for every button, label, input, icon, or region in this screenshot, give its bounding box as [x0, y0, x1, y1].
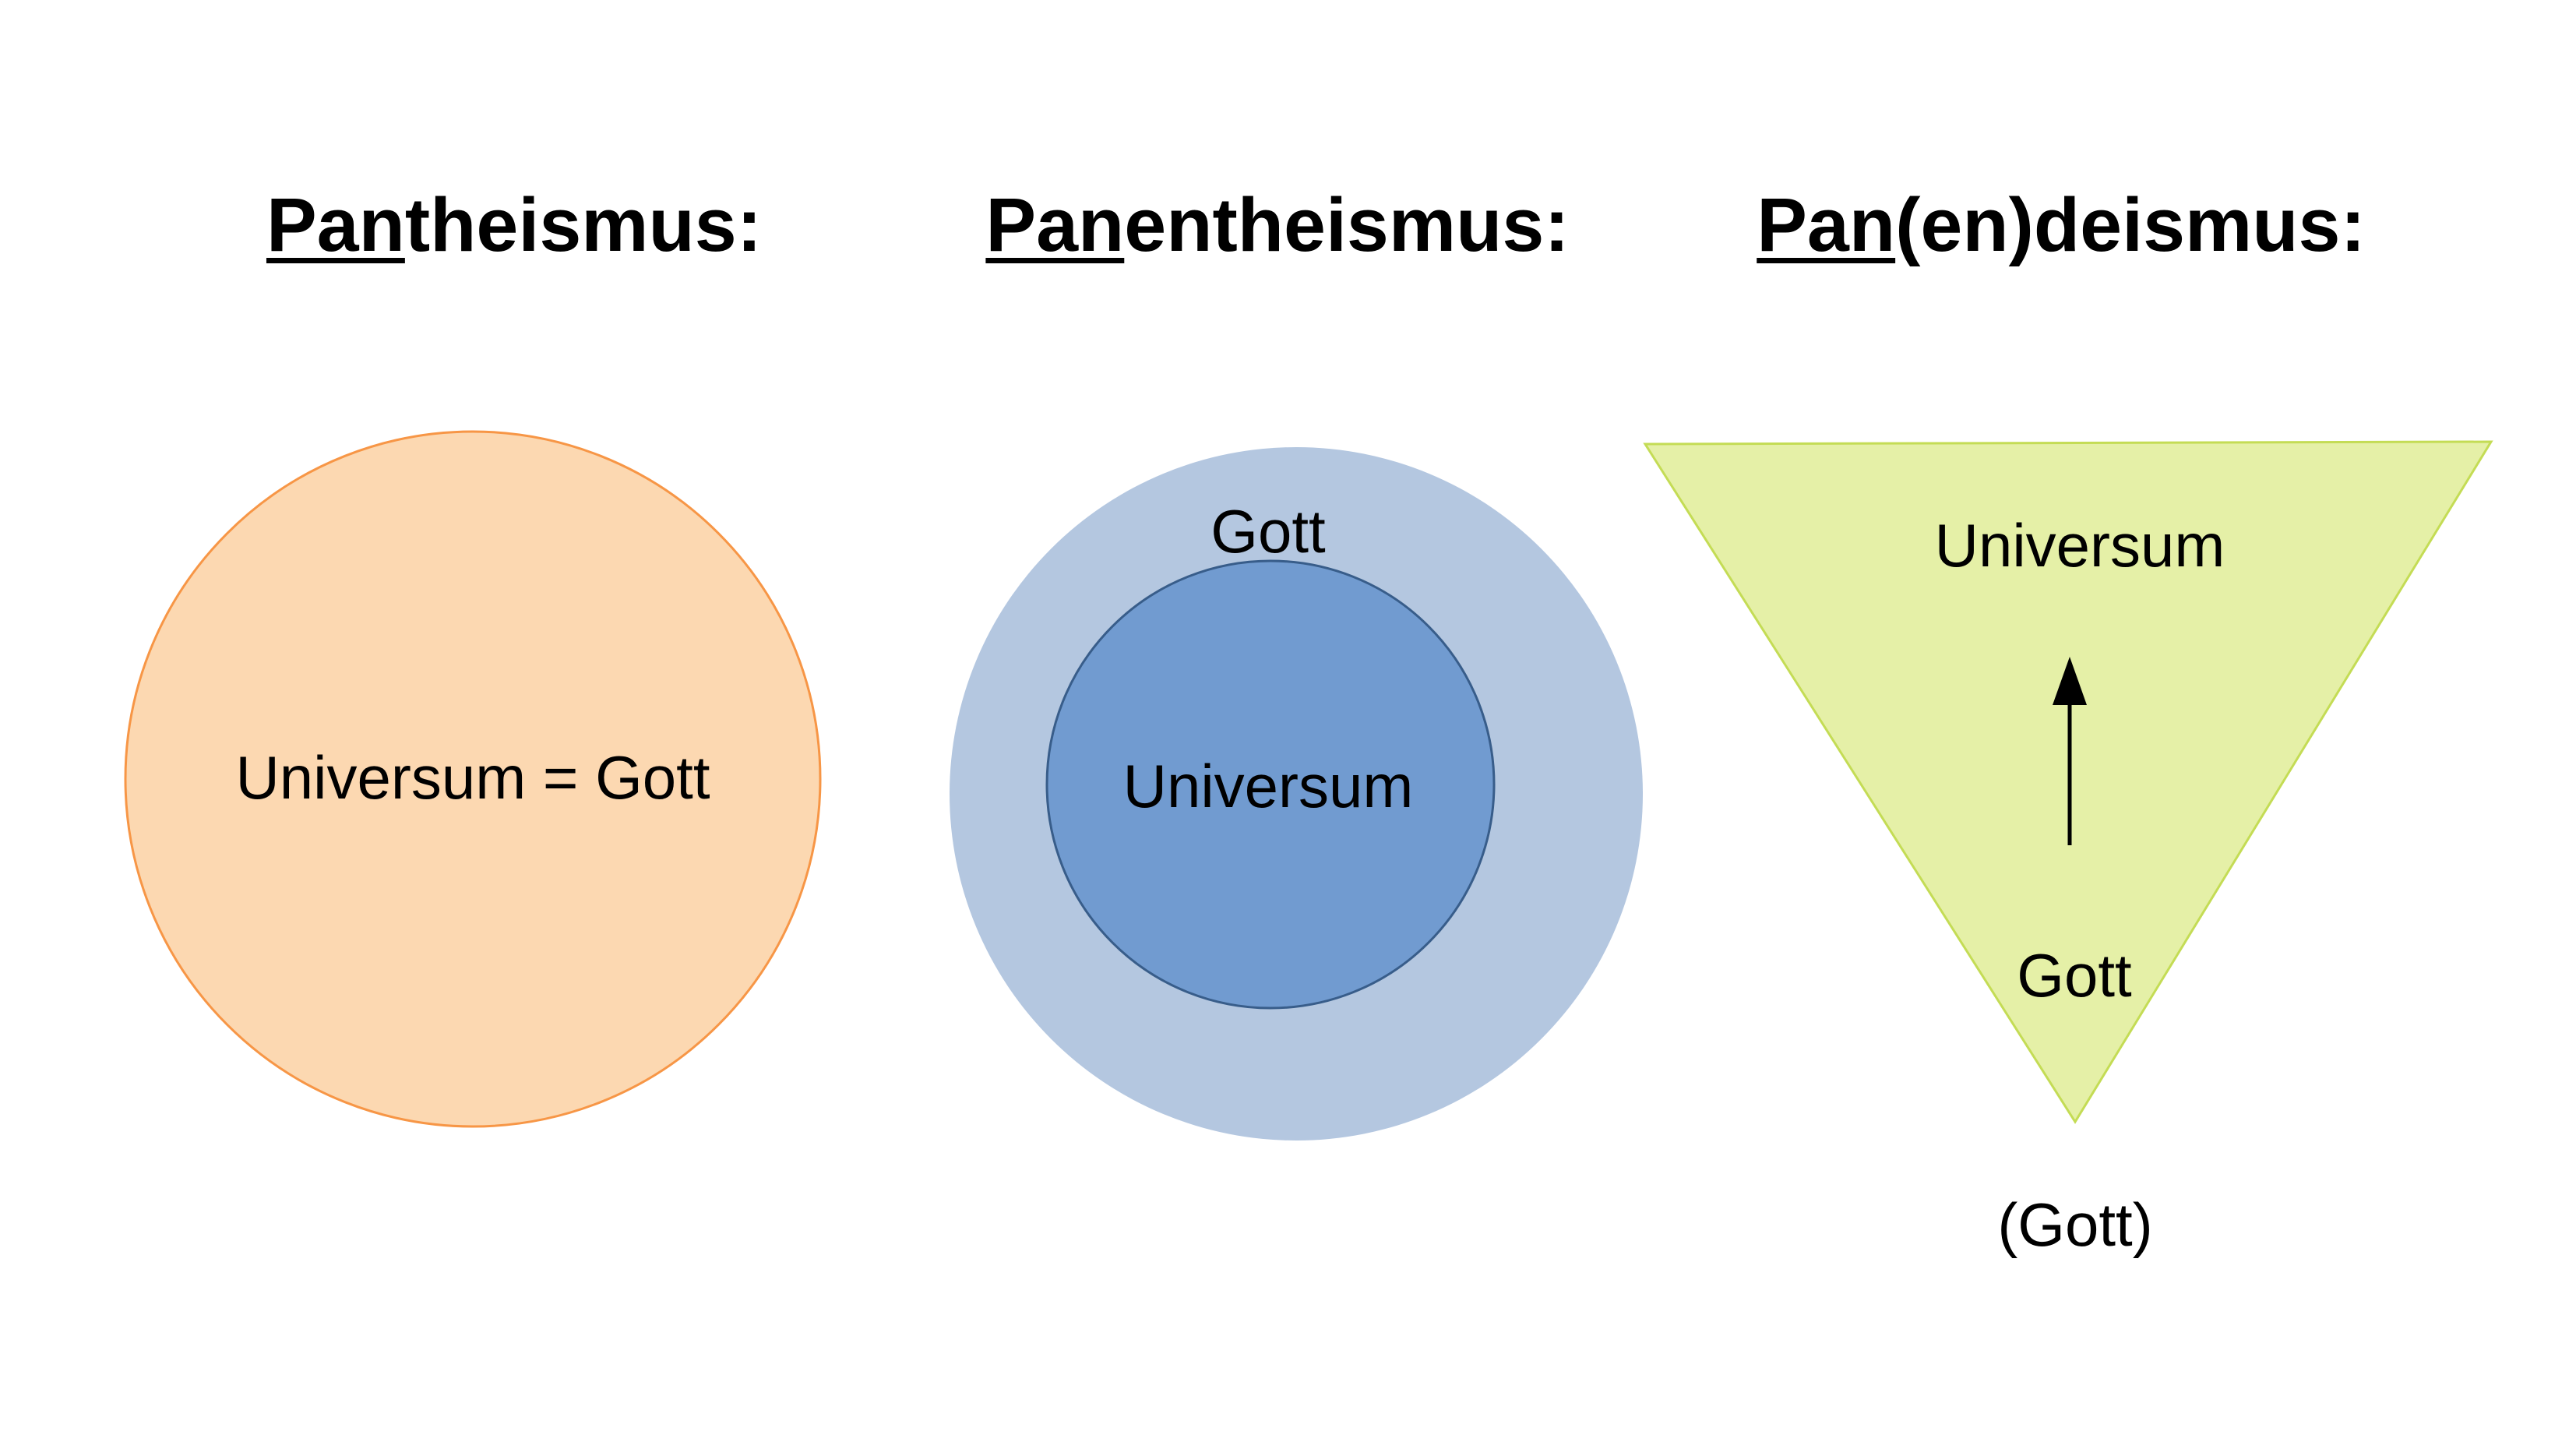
panentheism-inner-circle	[1045, 559, 1496, 1010]
title-panentheismus-rest: entheismus:	[1124, 182, 1570, 267]
title-pandeismus: Pan(en)deismus:	[1757, 182, 2366, 269]
title-pantheismus-rest: theismus:	[404, 182, 763, 267]
upward-arrow-icon	[2053, 657, 2087, 845]
pandeism-triangle-top-label: Universum	[1934, 511, 2225, 580]
arrow-head	[2053, 657, 2087, 705]
panentheism-inner-label: Universum	[1122, 752, 1414, 820]
title-pantheismus-underlined-part: Pan	[266, 182, 405, 267]
title-pandeismus-rest: (en)deismus:	[1895, 182, 2366, 267]
pantheism-circle	[124, 430, 822, 1128]
pandeism-triangle-bottom-label: Gott	[2017, 941, 2132, 1010]
title-panentheismus-underlined-part: Pan	[985, 182, 1125, 267]
pantheism-circle-label: Universum = Gott	[235, 743, 710, 812]
pandeism-below-triangle-label: (Gott)	[1997, 1190, 2153, 1259]
title-pandeismus-underlined-part: Pan	[1757, 182, 1896, 267]
title-pantheismus: Pantheismus:	[266, 182, 762, 269]
title-panentheismus: Panentheismus:	[985, 182, 1569, 269]
panentheism-outer-label: Gott	[1210, 497, 1326, 566]
